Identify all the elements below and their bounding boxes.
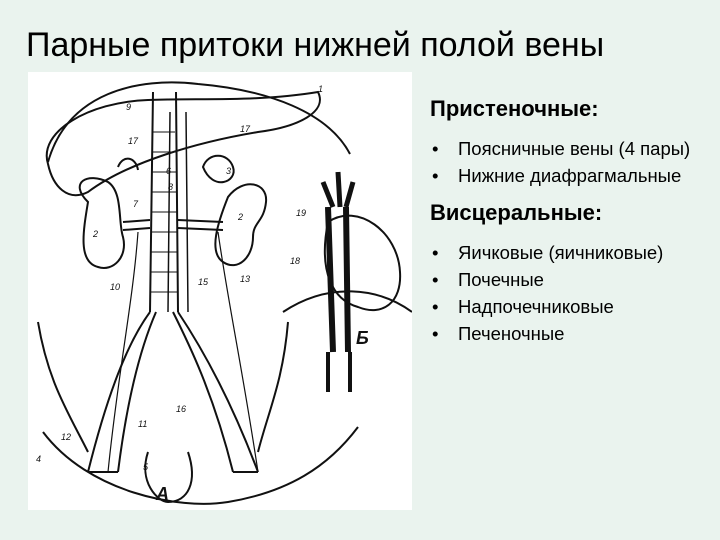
figure-label: 17: [128, 136, 139, 146]
bullet-icon: •: [432, 269, 439, 290]
parietal-list: • Поясничные вены (4 пары) • Нижние диафра…: [430, 136, 715, 188]
list-item-text: Яичковые (яичниковые): [458, 242, 664, 263]
list-item: • Печеночные: [430, 321, 715, 346]
list-item: • Надпочечниковые: [430, 294, 715, 319]
bullet-icon: •: [432, 296, 439, 317]
anatomy-figure: 1 2 2 3 4 5 6 7 8 9 10 11 12 13 15 16 17…: [28, 72, 412, 510]
list-item-text: Почечные: [458, 269, 544, 290]
visceral-list: • Яичковые (яичниковые) • Почечные • Надпоч…: [430, 240, 715, 346]
list-item: • Поясничные вены (4 пары): [430, 136, 715, 161]
figure-label: 11: [138, 419, 147, 429]
list-item-text: Нижние диафрагмальные: [458, 165, 682, 186]
figure-label: 13: [240, 274, 250, 284]
list-item: • Почечные: [430, 267, 715, 292]
figure-label: 6: [166, 166, 171, 176]
liver-outline: [45, 90, 321, 197]
figure-label: 15: [198, 277, 209, 287]
figure-label: 7: [133, 199, 139, 209]
panel-label-a: А: [155, 484, 169, 504]
right-kidney: [214, 183, 268, 267]
diaphragm-outline: [47, 81, 351, 163]
bullet-icon: •: [432, 165, 439, 186]
figure-label: 4: [36, 454, 41, 464]
aorta: [167, 111, 189, 313]
panel-label-b: Б: [356, 328, 369, 348]
figure-label: 12: [61, 432, 71, 442]
content-column: Пристеночные: • Поясничные вены (4 пары) …: [430, 96, 715, 348]
figure-label: 17: [240, 124, 251, 134]
list-item-text: Надпочечниковые: [458, 296, 614, 317]
figure-label: 18: [290, 256, 300, 266]
list-item: • Яичковые (яичниковые): [430, 240, 715, 265]
list-item-text: Печеночные: [458, 323, 565, 344]
figure-label: 9: [126, 102, 131, 112]
bullet-icon: •: [432, 323, 439, 344]
bullet-icon: •: [432, 242, 439, 263]
figure-label: 3: [226, 166, 231, 176]
bullet-icon: •: [432, 138, 439, 159]
figure-label: 5: [143, 462, 149, 472]
list-item-text: Поясничные вены (4 пары): [458, 138, 691, 159]
figure-label: 2: [237, 212, 243, 222]
figure-label: 10: [110, 282, 120, 292]
vein-diagram: 1 2 2 3 4 5 6 7 8 9 10 11 12 13 15 16 17…: [36, 81, 412, 505]
list-item: • Нижние диафрагмальные: [430, 163, 715, 188]
figure-label: 1: [318, 84, 323, 94]
figure-label: 2: [92, 229, 98, 239]
figure-label: 16: [176, 404, 186, 414]
section-heading-visceral: Висцеральные:: [430, 200, 603, 225]
figure-label: 8: [168, 182, 173, 192]
figure-label: 19: [296, 208, 306, 218]
slide-title: Парные притоки нижней полой вены: [26, 26, 605, 64]
iliac-veins: [87, 311, 259, 473]
renal-veins: [122, 219, 224, 231]
inset-heart: [323, 214, 402, 312]
vena-cava: [149, 91, 179, 313]
left-kidney: [78, 177, 125, 269]
section-heading-parietal: Пристеночные:: [430, 96, 599, 121]
